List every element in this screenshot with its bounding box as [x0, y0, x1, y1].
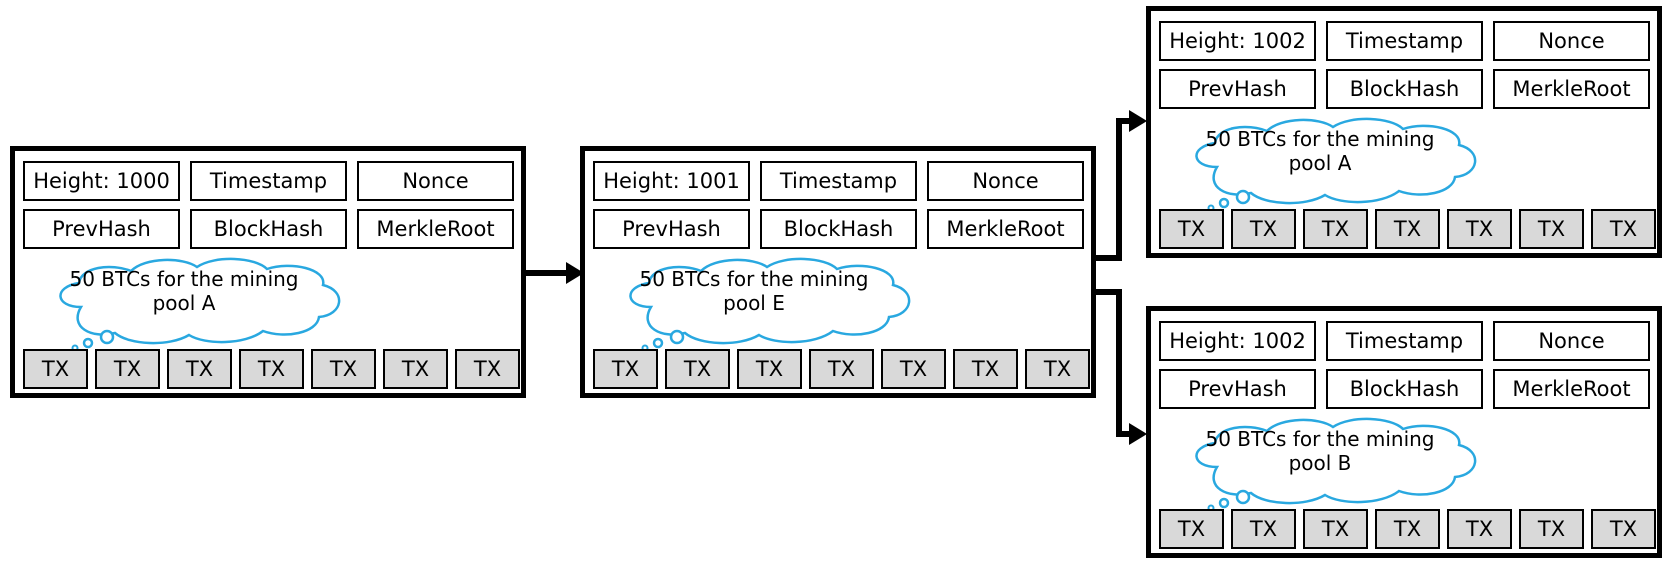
block-1001: Height: 1001 Timestamp Nonce PrevHash Bl… — [580, 146, 1096, 398]
tx-cell: TX — [383, 349, 448, 389]
thought-cloud-icon — [1195, 417, 1477, 511]
arrowhead-1002b — [1129, 423, 1147, 445]
merkleroot-field: MerkleRoot — [1493, 69, 1650, 109]
tx-cell: TX — [1025, 349, 1090, 389]
tx-cell: TX — [167, 349, 232, 389]
height-field: Height: 1002 — [1159, 321, 1316, 361]
reward-line-1: 50 BTCs for the mining — [1205, 427, 1435, 451]
arrow-1001-to-1002b — [1096, 289, 1131, 437]
nonce-field: Nonce — [1493, 321, 1650, 361]
reward-note: 50 BTCs for the mining pool E — [639, 267, 869, 315]
height-field: Height: 1000 — [23, 161, 180, 201]
block-1000: Height: 1000 Timestamp Nonce PrevHash Bl… — [10, 146, 526, 398]
tx-cell: TX — [1375, 209, 1440, 249]
tx-cell: TX — [1159, 209, 1224, 249]
tx-cell: TX — [953, 349, 1018, 389]
blockhash-field: BlockHash — [1326, 69, 1483, 109]
nonce-field: Nonce — [927, 161, 1084, 201]
reward-line-2: pool A — [1288, 151, 1352, 175]
tx-cell: TX — [1447, 209, 1512, 249]
tx-cell: TX — [1231, 209, 1296, 249]
tx-cell: TX — [1303, 509, 1368, 549]
height-field: Height: 1002 — [1159, 21, 1316, 61]
prevhash-field: PrevHash — [593, 209, 750, 249]
tx-cell: TX — [1447, 509, 1512, 549]
reward-line-1: 50 BTCs for the mining — [69, 267, 299, 291]
block-1002-a: Height: 1002 Timestamp Nonce PrevHash Bl… — [1146, 6, 1662, 258]
reward-line-1: 50 BTCs for the mining — [1205, 127, 1435, 151]
timestamp-field: Timestamp — [1326, 321, 1483, 361]
blockhash-field: BlockHash — [760, 209, 917, 249]
arrow-1001-to-1002a — [1096, 118, 1131, 261]
reward-line-1: 50 BTCs for the mining — [639, 267, 869, 291]
tx-cell: TX — [95, 349, 160, 389]
timestamp-field: Timestamp — [1326, 21, 1483, 61]
thought-cloud-icon — [59, 257, 341, 351]
timestamp-field: Timestamp — [190, 161, 347, 201]
merkleroot-field: MerkleRoot — [357, 209, 514, 249]
height-field: Height: 1001 — [593, 161, 750, 201]
tx-cell: TX — [1519, 209, 1584, 249]
tx-cell: TX — [1231, 509, 1296, 549]
tx-cell: TX — [1519, 509, 1584, 549]
prevhash-field: PrevHash — [23, 209, 180, 249]
tx-cell: TX — [239, 349, 304, 389]
tx-cell: TX — [1591, 209, 1656, 249]
tx-cell: TX — [593, 349, 658, 389]
tx-cell: TX — [23, 349, 88, 389]
merkleroot-field: MerkleRoot — [927, 209, 1084, 249]
tx-cell: TX — [665, 349, 730, 389]
tx-cell: TX — [455, 349, 520, 389]
tx-cell: TX — [311, 349, 376, 389]
nonce-field: Nonce — [357, 161, 514, 201]
prevhash-field: PrevHash — [1159, 369, 1316, 409]
tx-cell: TX — [809, 349, 874, 389]
reward-note: 50 BTCs for the mining pool B — [1205, 427, 1435, 475]
tx-cell: TX — [1591, 509, 1656, 549]
thought-cloud-icon — [629, 257, 911, 351]
reward-note: 50 BTCs for the mining pool A — [1205, 127, 1435, 175]
tx-cell: TX — [737, 349, 802, 389]
nonce-field: Nonce — [1493, 21, 1650, 61]
timestamp-field: Timestamp — [760, 161, 917, 201]
arrowhead-1002a — [1129, 110, 1147, 132]
tx-cell: TX — [881, 349, 946, 389]
reward-line-2: pool B — [1288, 451, 1352, 475]
tx-cell: TX — [1375, 509, 1440, 549]
tx-cell: TX — [1159, 509, 1224, 549]
merkleroot-field: MerkleRoot — [1493, 369, 1650, 409]
reward-line-2: pool A — [152, 291, 216, 315]
blockhash-field: BlockHash — [1326, 369, 1483, 409]
reward-note: 50 BTCs for the mining pool A — [69, 267, 299, 315]
thought-cloud-icon — [1195, 117, 1477, 211]
reward-line-2: pool E — [723, 291, 785, 315]
block-1002-b: Height: 1002 Timestamp Nonce PrevHash Bl… — [1146, 306, 1662, 558]
arrowhead-1001 — [566, 262, 584, 284]
tx-cell: TX — [1303, 209, 1368, 249]
blockhash-field: BlockHash — [190, 209, 347, 249]
prevhash-field: PrevHash — [1159, 69, 1316, 109]
